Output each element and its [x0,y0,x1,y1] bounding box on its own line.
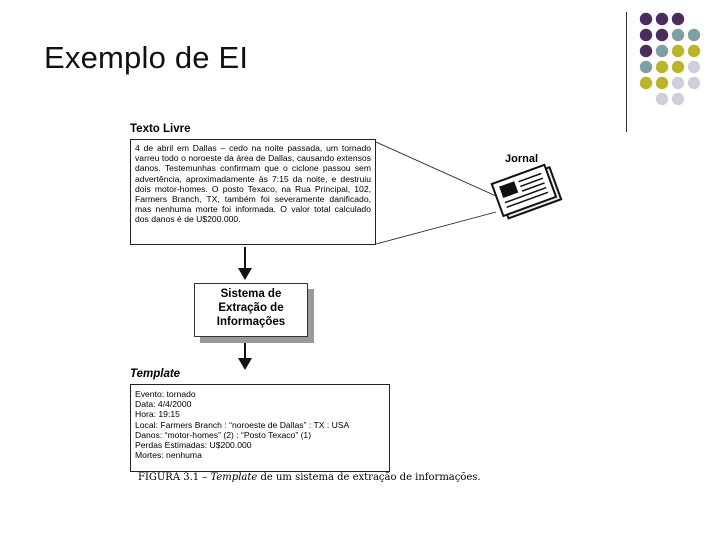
extraction-system-box: Sistema de Extração de Informações [194,283,308,337]
title-divider-line [626,12,627,132]
arrow-down-2 [238,343,252,370]
decor-dot [639,44,653,58]
decor-dot [655,92,669,106]
decor-dot [671,12,685,26]
template-line: Data: 4/4/2000 [135,399,192,410]
arrow-down-1 [238,247,252,280]
decor-dot [639,12,653,26]
decor-dot [639,76,653,90]
caption-suffix: de um sistema de extração de informações… [257,472,481,483]
decor-dot [687,44,701,58]
decor-dot [671,28,685,42]
decorative-dot-grid [639,12,701,106]
template-line: Mortes: nenhuma [135,450,202,461]
decor-dot [671,44,685,58]
system-box-line-1: Sistema de [220,288,282,300]
free-text-label: Texto Livre [130,123,191,135]
template-line: Perdas Estimadas: U$200.000 [135,440,252,451]
caption-italic: Template [210,472,258,483]
connector-line-top [375,141,497,197]
decor-dot [687,76,701,90]
decor-dot [655,60,669,74]
newspaper-label: Jornal [505,153,539,165]
free-text-box: 4 de abril em Dallas – cedo na noite pas… [130,139,376,245]
decor-dot [655,76,669,90]
decor-dot [639,28,653,42]
decor-dot [671,92,685,106]
newspaper-icon [490,163,563,220]
template-line: Local: Farmers Branch : “noroeste de Dal… [135,419,350,430]
caption-prefix: FIGURA 3.1 – [138,472,211,483]
decor-dot [687,28,701,42]
system-box-line-2: Extração de [218,302,284,314]
decor-dot [655,12,669,26]
decor-dot [687,60,701,74]
template-line: Hora: 19:15 [135,409,180,420]
template-label: Template [130,368,181,380]
connector-line-bottom [375,211,497,245]
decor-dot [671,76,685,90]
decor-dot [671,60,685,74]
decor-dot [655,44,669,58]
template-line: Evento: tornado [135,389,196,399]
slide-title: Exemplo de EI [44,40,249,75]
decor-dot [639,60,653,74]
template-box: Evento: tornado Data: 4/4/2000 Hora: 19:… [130,384,390,472]
template-line: Danos: “motor-homes” (2) : “Posto Texaco… [135,429,312,440]
figure-caption: FIGURA 3.1 – Template de um sistema de e… [138,472,481,483]
system-box-line-3: Informações [216,316,286,328]
decor-dot [655,28,669,42]
